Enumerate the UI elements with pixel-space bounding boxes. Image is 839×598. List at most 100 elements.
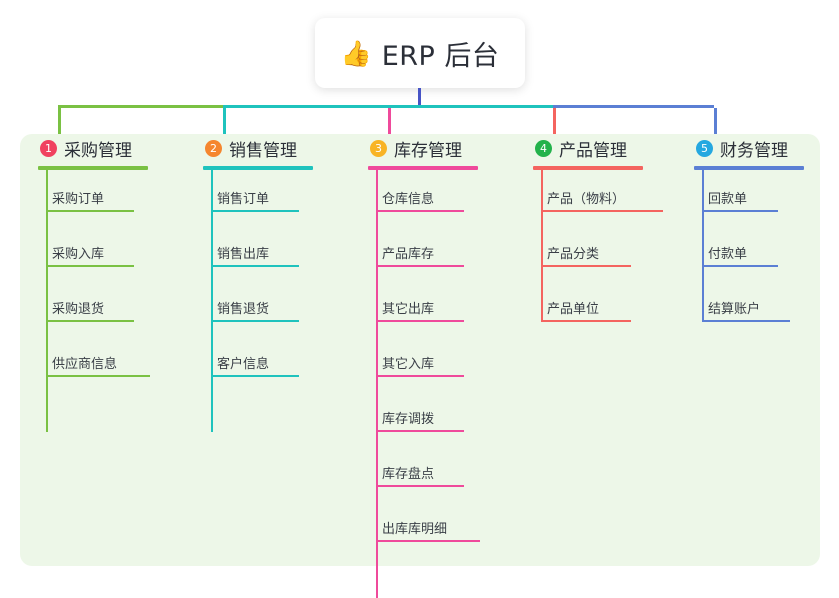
branch-spine-1 xyxy=(46,170,48,432)
leaf-label: 销售订单 xyxy=(217,192,270,207)
connector-drop-3 xyxy=(388,108,391,138)
leaf-node[interactable]: 结算账户 xyxy=(702,298,790,322)
leaf-node[interactable]: 产品单位 xyxy=(541,298,631,322)
leaf-node[interactable]: 供应商信息 xyxy=(46,353,150,377)
leaf-rule xyxy=(376,210,464,212)
branch-title-5: 财务管理 xyxy=(720,140,788,161)
leaf-node[interactable]: 销售退货 xyxy=(211,298,299,322)
leaf-rule xyxy=(541,265,631,267)
branch-spine-2 xyxy=(211,170,213,432)
branch-badge-3: 3 xyxy=(370,139,387,157)
leaf-label: 仓库信息 xyxy=(382,192,435,207)
leaf-label: 产品（物料） xyxy=(547,192,626,207)
leaf-label: 客户信息 xyxy=(217,357,270,372)
leaf-label: 采购订单 xyxy=(52,192,105,207)
branch-title-1: 采购管理 xyxy=(64,140,132,161)
leaf-label: 供应商信息 xyxy=(52,357,118,372)
leaf-rule xyxy=(211,320,299,322)
leaf-node[interactable]: 产品（物料） xyxy=(541,188,663,212)
leaf-node[interactable]: 库存盘点 xyxy=(376,463,464,487)
leaf-node[interactable]: 采购订单 xyxy=(46,188,134,212)
leaf-rule xyxy=(376,540,480,542)
leaf-node[interactable]: 产品分类 xyxy=(541,243,631,267)
leaf-node[interactable]: 采购退货 xyxy=(46,298,134,322)
leaf-rule xyxy=(376,320,464,322)
connector-drop-4 xyxy=(553,108,556,138)
leaf-label: 销售出库 xyxy=(217,247,270,262)
leaf-rule xyxy=(376,265,464,267)
leaf-label: 库存调拨 xyxy=(382,412,435,427)
branch-spine-3 xyxy=(376,170,378,598)
leaf-node[interactable]: 回款单 xyxy=(702,188,778,212)
leaf-label: 其它入库 xyxy=(382,357,435,372)
branch-column-3: 3 库存管理仓库信息产品库存其它出库其它入库库存调拨库存盘点出库库明细 xyxy=(368,134,480,598)
leaf-node[interactable]: 销售订单 xyxy=(211,188,299,212)
leaf-node[interactable]: 其它出库 xyxy=(376,298,464,322)
branch-header-rule-1 xyxy=(38,166,148,170)
branch-header-3[interactable]: 3 库存管理 xyxy=(368,134,478,162)
root-node-title: ERP 后台 xyxy=(381,40,500,72)
leaf-label: 产品分类 xyxy=(547,247,600,262)
branch-header-rule-3 xyxy=(368,166,478,170)
leaf-node[interactable]: 采购入库 xyxy=(46,243,134,267)
leaf-rule xyxy=(541,320,631,322)
branch-column-4: 4 产品管理产品（物料） 产品分类产品单位 xyxy=(533,134,663,322)
leaf-label: 采购退货 xyxy=(52,302,105,317)
leaf-rule xyxy=(46,210,134,212)
leaf-node[interactable]: 产品库存 xyxy=(376,243,464,267)
leaf-rule xyxy=(46,375,150,377)
branch-badge-5: 5 xyxy=(696,139,713,157)
leaf-node[interactable]: 仓库信息 xyxy=(376,188,464,212)
leaf-rule xyxy=(541,210,663,212)
leaf-rule xyxy=(702,265,778,267)
branch-spine-5 xyxy=(702,170,704,322)
connector-segment xyxy=(223,105,388,108)
leaf-rule xyxy=(46,265,134,267)
connector-segment xyxy=(388,105,553,108)
branch-title-3: 库存管理 xyxy=(394,140,462,161)
leaf-label: 库存盘点 xyxy=(382,467,435,482)
leaf-node[interactable]: 其它入库 xyxy=(376,353,464,377)
branch-header-rule-5 xyxy=(694,166,804,170)
branch-title-2: 销售管理 xyxy=(229,140,297,161)
leaf-label: 采购入库 xyxy=(52,247,105,262)
branch-spine-4 xyxy=(541,170,543,322)
leaf-label: 其它出库 xyxy=(382,302,435,317)
branch-column-5: 5 财务管理回款单付款单结算账户 xyxy=(694,134,804,322)
leaf-node[interactable]: 付款单 xyxy=(702,243,778,267)
root-stem xyxy=(418,88,421,108)
leaf-rule xyxy=(376,375,464,377)
leaf-rule xyxy=(376,430,464,432)
leaf-label: 出库库明细 xyxy=(382,522,448,537)
leaf-label: 产品单位 xyxy=(547,302,600,317)
branch-header-5[interactable]: 5 财务管理 xyxy=(694,134,804,162)
leaf-node[interactable]: 客户信息 xyxy=(211,353,299,377)
leaf-node[interactable]: 销售出库 xyxy=(211,243,299,267)
leaf-label: 结算账户 xyxy=(708,302,761,317)
connector-drop-5 xyxy=(714,108,717,138)
branch-header-4[interactable]: 4 产品管理 xyxy=(533,134,643,162)
leaf-rule xyxy=(211,375,299,377)
leaf-rule xyxy=(211,210,299,212)
connector-segment xyxy=(553,105,714,108)
leaf-label: 产品库存 xyxy=(382,247,435,262)
leaf-node[interactable]: 出库库明细 xyxy=(376,518,480,542)
leaf-rule xyxy=(702,320,790,322)
branch-title-4: 产品管理 xyxy=(559,140,627,161)
connector-drop-1 xyxy=(58,108,61,138)
leaf-node[interactable]: 库存调拨 xyxy=(376,408,464,432)
root-node[interactable]: 👍 ERP 后台 xyxy=(315,18,525,88)
connector-drop-2 xyxy=(223,108,226,138)
branch-badge-4: 4 xyxy=(535,139,552,157)
leaf-label: 付款单 xyxy=(708,247,748,262)
leaf-label: 回款单 xyxy=(708,192,748,207)
leaf-rule xyxy=(376,485,464,487)
leaf-rule xyxy=(211,265,299,267)
leaf-rule xyxy=(702,210,778,212)
